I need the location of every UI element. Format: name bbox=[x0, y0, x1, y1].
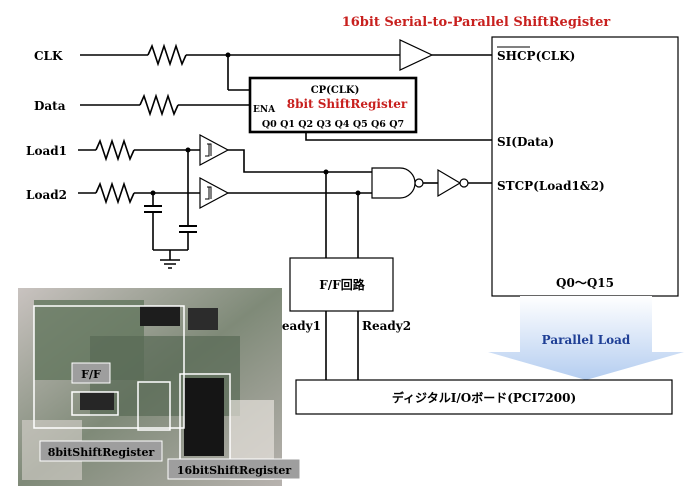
ready2-label: Ready2 bbox=[362, 319, 411, 333]
data-label: Data bbox=[34, 99, 66, 113]
shift16-box bbox=[491, 36, 679, 297]
io-board-box bbox=[295, 379, 673, 415]
parallel-load-label: Parallel Load bbox=[542, 333, 631, 347]
ff-circuit-label: F/F回路 bbox=[319, 277, 365, 292]
parallel-load-arrow bbox=[488, 296, 684, 380]
clk-resistor bbox=[147, 43, 187, 67]
load2-schmitt bbox=[199, 176, 230, 210]
shift8-cp-label: CP(CLK) bbox=[311, 85, 360, 96]
photo-ff-label: F/F bbox=[81, 368, 101, 381]
circuit-photo: F/F 8bitShiftRegister 16bitShiftRegister bbox=[18, 288, 301, 486]
photo-shift16-label: 16bitShiftRegister bbox=[177, 464, 291, 477]
ready1-label: Ready1 bbox=[272, 319, 321, 333]
photo-shift8-label: 8bitShiftRegister bbox=[48, 446, 155, 459]
load1-schmitt bbox=[199, 133, 230, 167]
data-resistor bbox=[139, 93, 179, 117]
io-board-label: ディジタルI/Oボード(PCI7200) bbox=[392, 390, 576, 405]
shift16-si-label: SI(Data) bbox=[497, 135, 554, 149]
diagram-title: 16bit Serial-to-Parallel ShiftRegister bbox=[342, 15, 611, 30]
shift16-stcp-label: STCP(Load1&2) bbox=[497, 179, 605, 193]
clk-label: CLK bbox=[34, 49, 63, 63]
load1-label: Load1 bbox=[26, 144, 67, 158]
shift16-outputs-label: Q0～Q15 bbox=[556, 276, 614, 290]
nand-gate bbox=[371, 167, 416, 199]
capacitor-load2 bbox=[144, 205, 162, 213]
load2-resistor bbox=[95, 181, 135, 205]
inverter bbox=[437, 168, 462, 198]
shift16-shcp-label: SHCP(CLK) bbox=[497, 49, 575, 63]
ff-circuit-box bbox=[289, 257, 394, 312]
shift8-name: 8bit ShiftRegister bbox=[287, 97, 408, 111]
ground-icon bbox=[160, 259, 180, 269]
load1-resistor bbox=[95, 138, 135, 162]
shift8-ena-label: ENA bbox=[253, 105, 276, 115]
load2-label: Load2 bbox=[26, 188, 67, 202]
clk-buffer bbox=[399, 39, 434, 71]
shift16-shcp-pin: SHCP(CLK) bbox=[497, 46, 575, 63]
shift8-box bbox=[248, 76, 418, 134]
capacitor-load1 bbox=[179, 225, 197, 233]
shift8-outputs-label: Q0 Q1 Q2 Q3 Q4 Q5 Q6 Q7 bbox=[262, 119, 404, 130]
